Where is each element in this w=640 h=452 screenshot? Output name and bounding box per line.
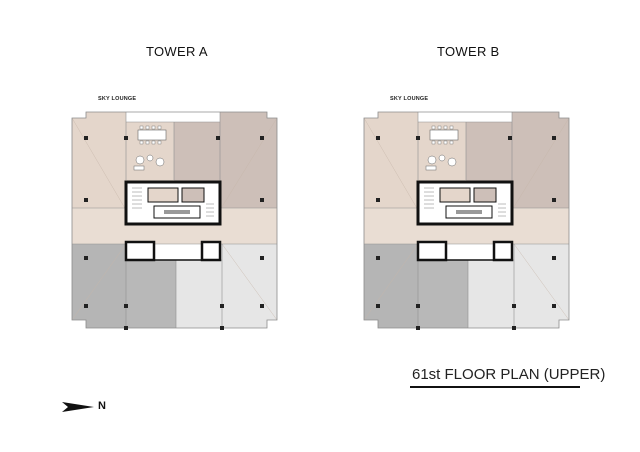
tower-a-sky-lounge-label: SKY LOUNGE xyxy=(98,96,137,102)
plan-drawing xyxy=(363,111,570,330)
lounge-seating xyxy=(133,154,165,171)
north-label: N xyxy=(98,400,106,412)
title-underline xyxy=(410,386,580,388)
tower-a-floor-plan xyxy=(71,111,278,330)
lounge-seating xyxy=(425,154,457,171)
plan-drawing xyxy=(71,111,278,330)
tower-b-floor-plan xyxy=(363,111,570,330)
tower-b-sky-lounge-label: SKY LOUNGE xyxy=(390,96,429,102)
building-core xyxy=(416,180,514,262)
tower-a-title: TOWER A xyxy=(146,44,208,59)
floor-plan-title: 61st FLOOR PLAN (UPPER) xyxy=(412,366,606,383)
tower-b-title: TOWER B xyxy=(437,44,500,59)
north-arrow-icon xyxy=(62,402,94,412)
conference-table xyxy=(429,125,459,145)
building-core xyxy=(124,180,222,262)
conference-table xyxy=(137,125,167,145)
